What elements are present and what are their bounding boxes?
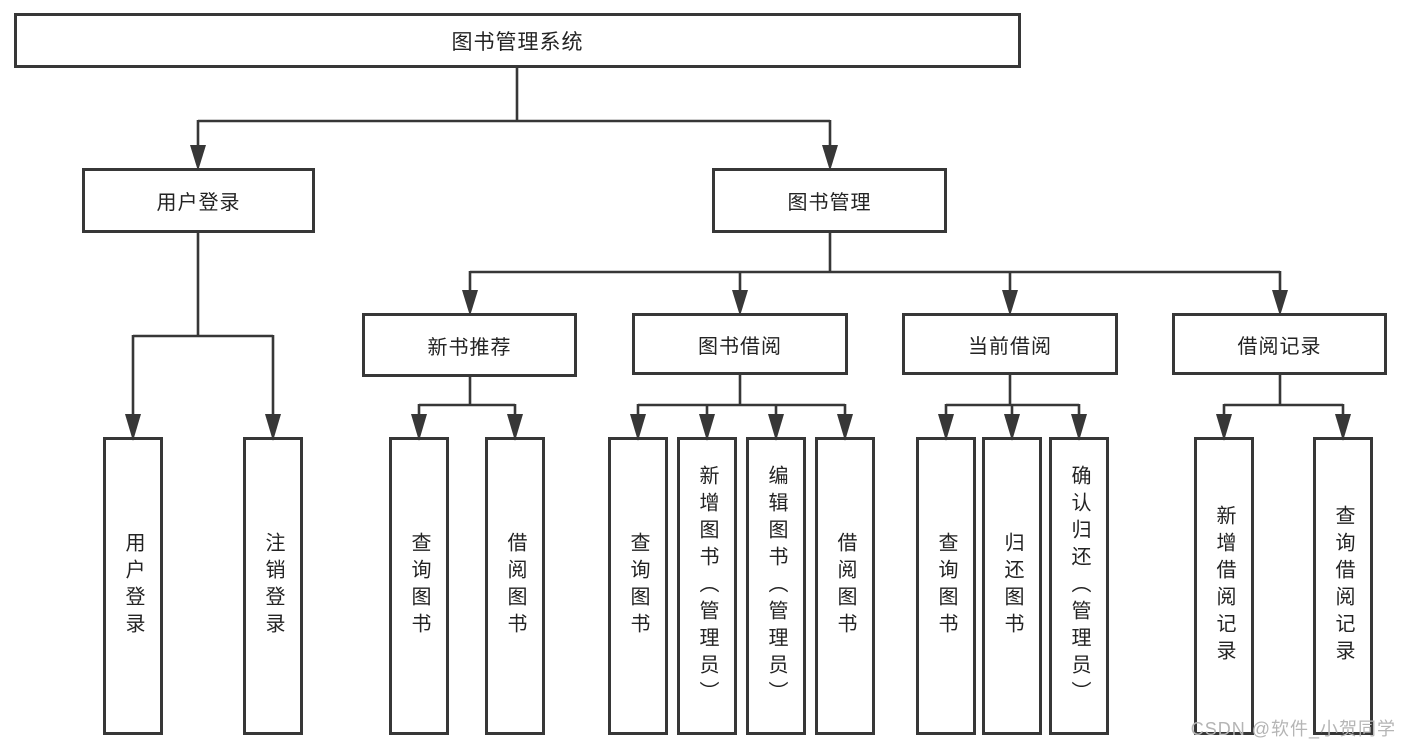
leaf-label: 用户登录 bbox=[122, 532, 144, 640]
leaf-label: 新增图书（管理员） bbox=[696, 464, 718, 708]
leaf-borrow-books-recommend: 借阅图书 bbox=[485, 437, 545, 735]
leaf-query-books-current: 查询图书 bbox=[916, 437, 976, 735]
leaf-logout: 注销登录 bbox=[243, 437, 303, 735]
node-book-borrowing: 图书借阅 bbox=[632, 313, 848, 375]
node-library-management-system: 图书管理系统 bbox=[14, 13, 1021, 68]
leaf-add-borrow-record: 新增借阅记录 bbox=[1194, 437, 1254, 735]
leaf-label: 编辑图书（管理员） bbox=[765, 464, 787, 708]
leaf-label: 查询图书 bbox=[627, 532, 649, 640]
leaf-label: 借阅图书 bbox=[834, 532, 856, 640]
leaf-borrow-books-borrow: 借阅图书 bbox=[815, 437, 875, 735]
leaf-return-book: 归还图书 bbox=[982, 437, 1042, 735]
leaf-label: 归还图书 bbox=[1001, 532, 1023, 640]
leaf-label: 注销登录 bbox=[262, 532, 284, 640]
node-user-login: 用户登录 bbox=[82, 168, 315, 233]
node-book-management: 图书管理 bbox=[712, 168, 947, 233]
csdn-watermark: CSDN @软件_小贺同学 bbox=[1190, 719, 1396, 739]
node-borrowing-records: 借阅记录 bbox=[1172, 313, 1387, 375]
leaf-edit-book-admin: 编辑图书（管理员） bbox=[746, 437, 806, 735]
leaf-query-books-recommend: 查询图书 bbox=[389, 437, 449, 735]
leaf-label: 借阅图书 bbox=[504, 532, 526, 640]
node-new-book-recommend: 新书推荐 bbox=[362, 313, 577, 377]
leaf-label: 新增借阅记录 bbox=[1213, 505, 1235, 667]
node-current-borrowing: 当前借阅 bbox=[902, 313, 1118, 375]
leaf-user-login: 用户登录 bbox=[103, 437, 163, 735]
leaf-confirm-return-admin: 确认归还（管理员） bbox=[1049, 437, 1109, 735]
leaf-label: 确认归还（管理员） bbox=[1068, 464, 1090, 708]
leaf-label: 查询图书 bbox=[408, 532, 430, 640]
leaf-query-borrow-record: 查询借阅记录 bbox=[1313, 437, 1373, 735]
leaf-label: 查询借阅记录 bbox=[1332, 505, 1354, 667]
leaf-add-book-admin: 新增图书（管理员） bbox=[677, 437, 737, 735]
leaf-label: 查询图书 bbox=[935, 532, 957, 640]
leaf-query-books-borrow: 查询图书 bbox=[608, 437, 668, 735]
